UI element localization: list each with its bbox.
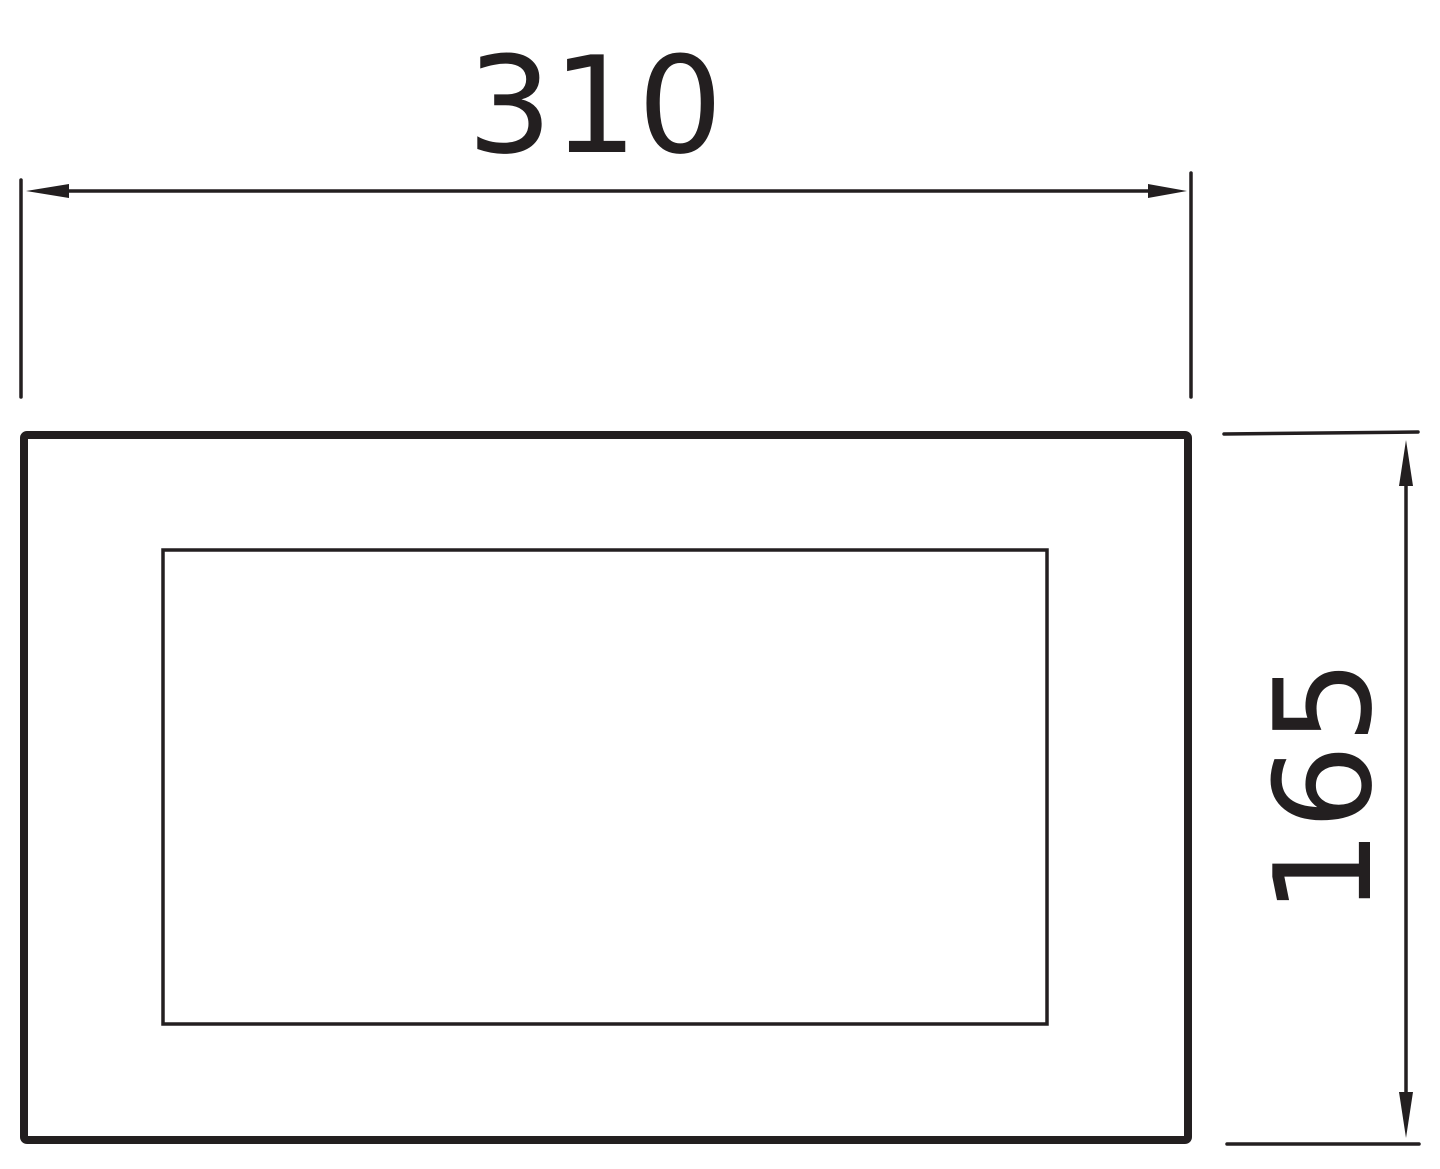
width-dimension-label: 310 <box>467 28 723 184</box>
arrow-down-icon <box>1399 1092 1413 1138</box>
arrow-right-icon <box>1148 184 1187 198</box>
height-extension-line-top <box>1222 430 1420 436</box>
height-dimension: 165 <box>1222 430 1421 1146</box>
arrow-left-icon <box>26 184 69 198</box>
height-dimension-label: 165 <box>1246 659 1402 915</box>
arrow-up-icon <box>1399 440 1413 486</box>
width-dimension: 310 <box>19 28 1193 399</box>
outer-frame <box>20 431 1192 1144</box>
inner-opening <box>161 548 1049 1026</box>
